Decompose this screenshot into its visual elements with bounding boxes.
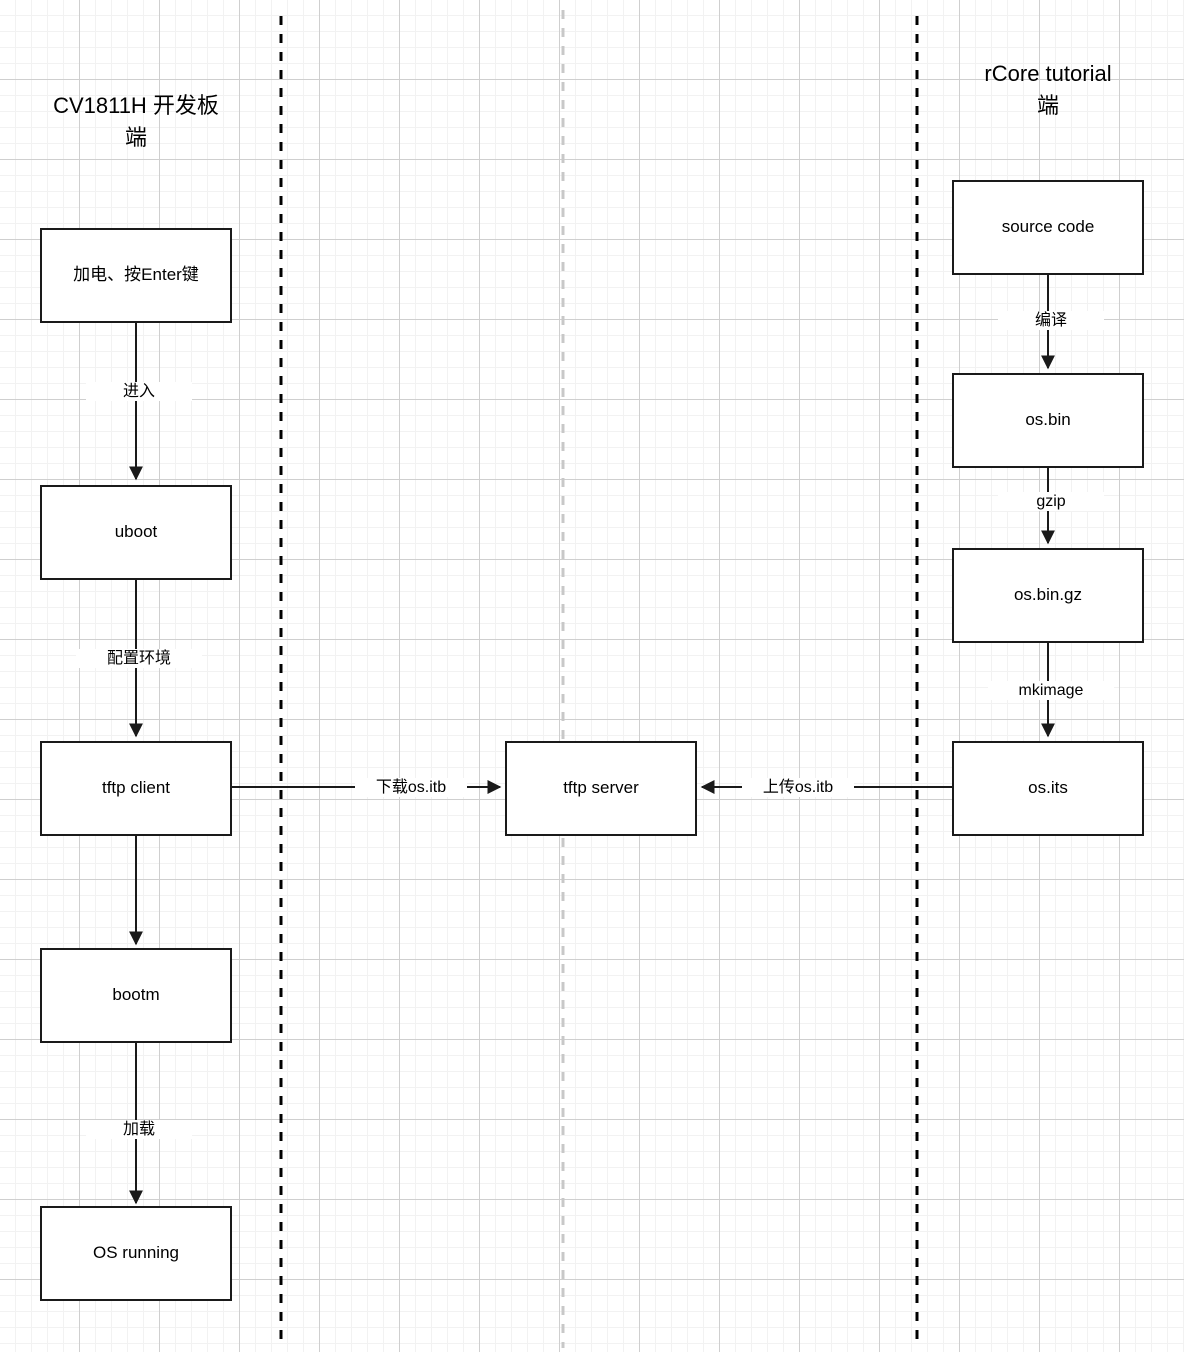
node-tftp-server-label: tftp server [563,778,639,798]
node-tftp-client[interactable]: tftp client [40,741,232,836]
lane-title-tutorial: rCore tutorial 端 [984,61,1112,118]
edge-label-bin-to-gz: gzip [998,492,1104,512]
node-os-bin-gz[interactable]: os.bin.gz [952,548,1144,643]
node-os-its-label: os.its [1028,778,1068,798]
edge-label-its-to-server: 上传os.itb [742,778,854,798]
node-os-bin-label: os.bin [1025,410,1071,430]
node-os-running[interactable]: OS running [40,1206,232,1301]
edge-label-bootm-to-os-running: 加载 [86,1120,192,1140]
edge-label-power-to-uboot: 进入 [86,382,192,402]
node-tftp-client-label: tftp client [101,778,171,798]
node-bootm-label: bootm [112,985,160,1005]
node-tftp-server[interactable]: tftp server [505,741,697,836]
node-power-on-label: 加电、按Enter键 [73,265,199,285]
edge-label-uboot-to-tftp-client: 配置环境 [76,649,202,669]
edge-label-client-to-server: 下载os.itb [355,778,467,798]
node-os-bin-gz-label: os.bin.gz [1013,585,1083,605]
node-source-code[interactable]: source code [952,180,1144,275]
edge-label-gz-to-its: mkimage [988,681,1114,701]
node-os-running-label: OS running [93,1243,179,1263]
node-uboot-label: uboot [114,522,158,542]
node-os-bin[interactable]: os.bin [952,373,1144,468]
edge-label-source-to-bin: 编译 [998,311,1104,331]
node-bootm[interactable]: bootm [40,948,232,1043]
node-uboot[interactable]: uboot [40,485,232,580]
node-source-code-label: source code [1001,217,1095,237]
node-os-its[interactable]: os.its [952,741,1144,836]
node-power-on[interactable]: 加电、按Enter键 [40,228,232,323]
lane-title-board: CV1811H 开发板 端 [53,93,219,150]
